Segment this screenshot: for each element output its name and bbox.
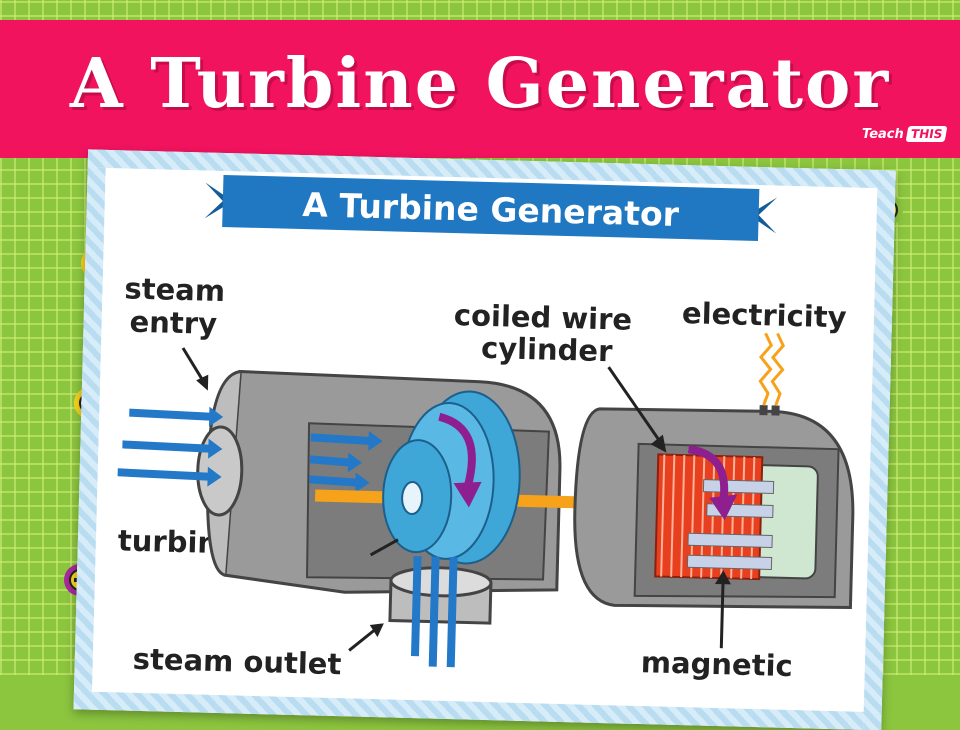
pointer-arrow xyxy=(369,538,399,557)
label-steam-outlet: steam outlet xyxy=(132,642,342,681)
label-steam-entry-2: entry xyxy=(129,305,217,341)
pointer-arrow xyxy=(348,623,384,652)
steam-outlet-arrows xyxy=(410,556,458,668)
brand-logo: Teach THIS xyxy=(862,123,948,145)
poster-diagram: A Turbine Generator steam entry coiled w… xyxy=(117,174,855,683)
turbine-blades xyxy=(382,390,521,565)
pointer-arrow xyxy=(714,570,731,649)
page-title: A Turbine Generator xyxy=(69,44,891,124)
steam-entry-arrows xyxy=(117,406,383,493)
pointer-arrow xyxy=(607,366,667,453)
brand-teach: Teach xyxy=(862,126,904,142)
label-electricity: electricity xyxy=(682,296,847,334)
header-banner xyxy=(0,20,960,158)
label-magnetic: magnetic xyxy=(640,645,793,683)
poster: A Turbine Generator steam entry coiled w… xyxy=(73,149,896,730)
label-coiled-wire-2: cylinder xyxy=(481,331,614,368)
ribbon: A Turbine Generator xyxy=(204,174,778,241)
pointer-arrow xyxy=(181,347,209,391)
coil-cylinder xyxy=(654,445,819,581)
label-coiled-wire-1: coiled wire xyxy=(453,298,632,337)
label-steam-entry-1: steam xyxy=(124,271,225,308)
electricity-lines xyxy=(758,332,786,407)
